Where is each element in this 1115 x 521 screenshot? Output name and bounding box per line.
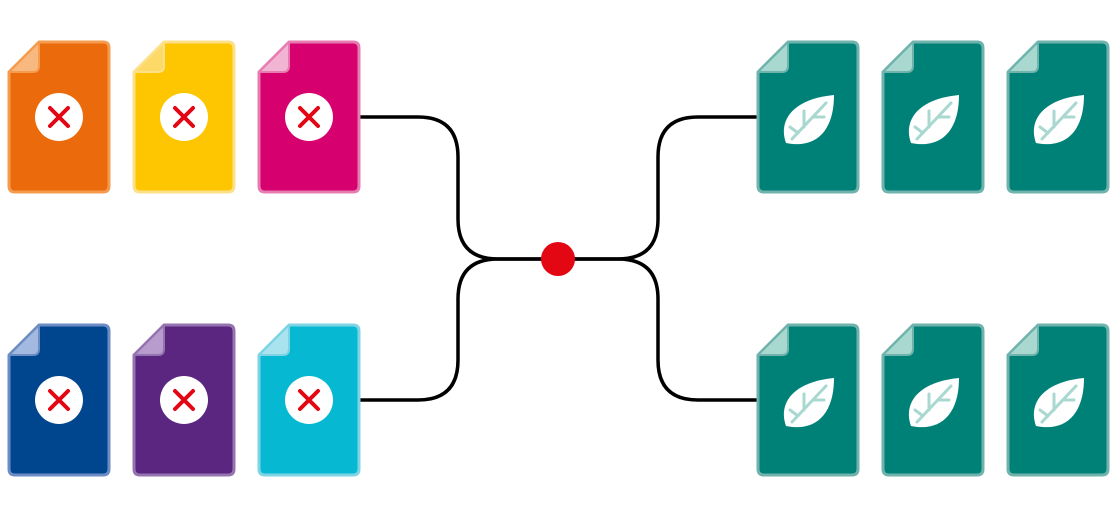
output-document-teal-5 <box>881 323 985 477</box>
document-fold-corner <box>882 324 914 356</box>
output-document-teal-2 <box>881 40 985 194</box>
input-document-purple <box>132 323 236 477</box>
leaf-icon <box>1033 95 1084 145</box>
document-fold-corner <box>133 41 165 73</box>
leaf-icon <box>783 95 834 145</box>
connector-top-right <box>556 115 759 261</box>
leaf-icon <box>1033 378 1084 428</box>
document-fold-corner <box>8 324 40 356</box>
output-document-teal-4 <box>756 323 860 477</box>
x-icon <box>35 93 83 141</box>
documents <box>7 40 1110 477</box>
document-fold-corner <box>258 41 290 73</box>
input-document-yellow <box>132 40 236 194</box>
document-fold-corner <box>258 324 290 356</box>
document-fold-corner <box>1007 324 1039 356</box>
document-fold-corner <box>133 324 165 356</box>
document-fold-corner <box>882 41 914 73</box>
connectors <box>358 115 759 402</box>
input-document-magenta <box>257 40 361 194</box>
output-document-teal-1 <box>756 40 860 194</box>
x-icon <box>160 93 208 141</box>
output-document-teal-3 <box>1006 40 1110 194</box>
x-icon <box>285 376 333 424</box>
connector-top-left <box>358 115 560 261</box>
input-document-blue <box>7 323 111 477</box>
document-fold-corner <box>1007 41 1039 73</box>
input-document-cyan <box>257 323 361 477</box>
leaf-icon <box>908 95 959 145</box>
leaf-icon <box>908 378 959 428</box>
x-icon <box>285 93 333 141</box>
leaf-icon <box>783 378 834 428</box>
document-fold-corner <box>8 41 40 73</box>
hub-node <box>541 242 575 276</box>
x-icon <box>160 376 208 424</box>
document-fold-corner <box>757 324 789 356</box>
document-fold-corner <box>757 41 789 73</box>
input-document-orange <box>7 40 111 194</box>
output-document-teal-6 <box>1006 323 1110 477</box>
connector-bottom-left <box>358 257 560 402</box>
connector-bottom-right <box>556 257 759 402</box>
x-icon <box>35 376 83 424</box>
